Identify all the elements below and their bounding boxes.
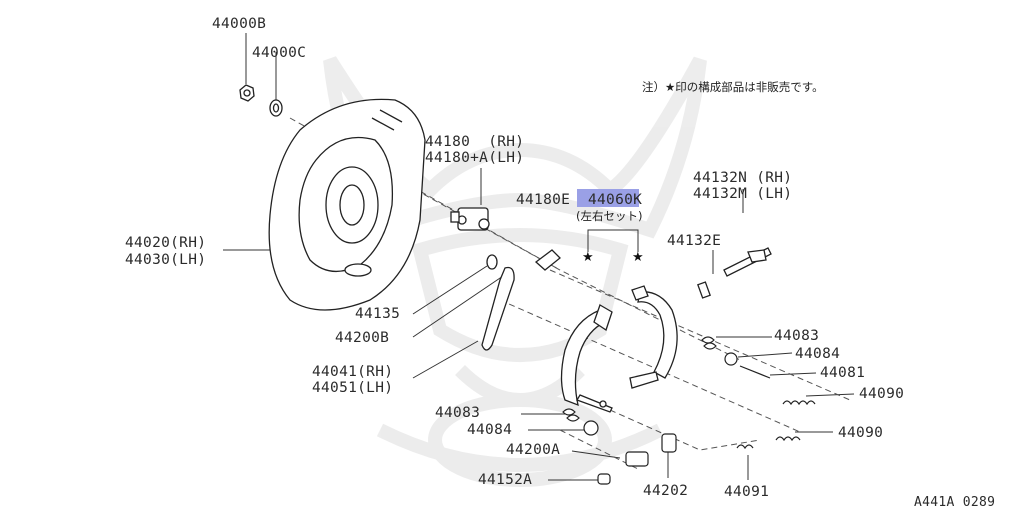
label-44152A: 44152A [478,472,533,488]
label-44091: 44091 [724,484,770,500]
label-44132N: 44132N (RH) [693,170,793,186]
label-44180-lh: 44180+A(LH) [425,150,525,166]
brake-shoe-right [629,285,678,389]
label-44020: 44020(RH) [125,235,207,251]
label-44084-upper: 44084 [795,346,841,362]
label-44000B: 44000B [212,16,267,32]
bolt-nut [239,84,283,117]
label-44030: 44030(LH) [125,252,207,268]
label-44081: 44081 [820,365,866,381]
label-44060K-set: (左右セット) [576,209,643,223]
label-44132M: 44132M (LH) [693,186,793,202]
brake-shoe-left [560,304,613,413]
star-marker-left: ★ [582,250,594,265]
label-44090-lower: 44090 [838,425,884,441]
backing-plate [268,98,426,311]
star-marker-right: ★ [632,250,644,265]
label-44202: 44202 [643,483,689,499]
label-44051: 44051(LH) [312,380,394,396]
label-44000C: 44000C [252,45,307,61]
highlight-44060K [577,189,639,207]
label-44132E: 44132E [667,233,722,249]
label-44090-upper: 44090 [859,386,905,402]
label-44180E: 44180E [516,192,571,208]
label-44083-upper: 44083 [774,328,820,344]
figure-code: A441A 0289 [914,495,996,510]
label-44084-lower: 44084 [467,422,513,438]
wheel-cylinder [450,207,490,231]
label-44060K: 44060K [588,192,643,208]
leader-lines [223,33,855,481]
note-not-sold: 注）★印の構成部品は非販売です。 [642,80,824,94]
label-44180-rh: 44180 (RH) [425,134,525,150]
adjuster [697,247,772,299]
springs-and-pins [562,336,816,485]
label-44083-lower: 44083 [435,405,481,421]
label-44041: 44041(RH) [312,364,394,380]
label-44200A: 44200A [506,442,561,458]
label-44135: 44135 [355,306,401,322]
small-parts-left [481,249,561,351]
label-44200B: 44200B [335,330,390,346]
